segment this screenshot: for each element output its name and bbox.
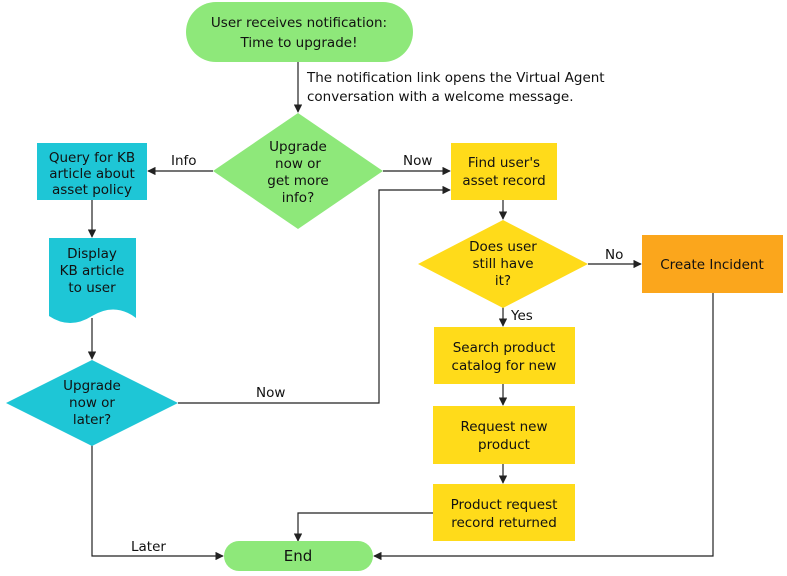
edge-incident-to-end [373,293,714,561]
display-kb-line3: to user [68,280,116,296]
query-kb-box [37,143,147,200]
start-terminator [186,2,413,62]
query-kb-node: Query for KB article about asset policy [37,143,147,200]
decision-upgrade-or-info-line2: now or [275,156,321,172]
edge-label-yes: Yes [510,308,533,324]
request-returned-line1: Product request [451,497,558,513]
edge-label-now-bottom: Now [256,385,285,401]
find-asset-line1: Find user's [468,155,540,171]
start-note-line2: conversation with a welcome message. [307,89,574,105]
search-catalog-box [434,327,575,384]
decision-now-or-later-line3: later? [73,412,111,428]
find-asset-node: Find user's asset record [451,143,557,200]
decision-still-have: Does user still have it? [418,220,588,308]
start-note: The notification link opens the Virtual … [306,70,605,105]
end-terminator [224,541,373,571]
edge-label-no: No [605,247,623,263]
decision-upgrade-or-info: Upgrade now or get more info? [213,113,383,229]
decision-now-or-later-shape [6,360,178,446]
start-note-line1: The notification link opens the Virtual … [306,70,605,86]
end-label: End [284,547,313,565]
query-kb-line2: article about [49,166,135,182]
decision-still-have-line2: still have [473,256,534,272]
search-catalog-node: Search product catalog for new [434,327,575,384]
edge-decision2-later-to-end [91,444,224,561]
decision-still-have-line1: Does user [469,239,537,255]
display-kb-line1: Display [67,246,117,262]
create-incident-node: Create Incident [642,235,783,293]
decision-upgrade-or-info-line3: get more [267,173,328,189]
query-kb-line1: Query for KB [49,150,135,166]
edge-label-later: Later [131,539,166,555]
decision-upgrade-or-info-line4: info? [282,190,314,206]
decision-upgrade-or-info-line1: Upgrade [269,139,327,155]
request-returned-box [433,484,575,541]
display-kb-node: Display KB article to user [49,238,136,323]
connectors [87,62,714,561]
request-returned-line2: record returned [451,515,557,531]
search-catalog-line2: catalog for new [452,358,557,374]
find-asset-line2: asset record [462,173,545,189]
request-product-line1: Request new [460,419,547,435]
edge-label-info: Info [171,153,197,169]
start-node: User receives notification: Time to upgr… [186,2,413,62]
edge-returned-to-end [293,512,433,542]
decision-now-or-later-line2: now or [69,395,115,411]
create-incident-label: Create Incident [660,257,764,273]
start-label-line1: User receives notification: [211,15,387,31]
request-returned-node: Product request record returned [433,484,575,541]
query-kb-line3: asset policy [52,182,132,198]
end-node: End [224,541,373,571]
decision-upgrade-or-info-shape [213,113,383,229]
edge-decision2-now-to-find-asset [178,185,451,404]
request-product-box [433,406,575,464]
decision-still-have-line3: it? [495,273,511,289]
decision-now-or-later: Upgrade now or later? [6,360,178,446]
start-label-line2: Time to upgrade! [240,35,358,51]
search-catalog-line1: Search product [453,340,556,356]
edge-labels: Info Now Now No Yes Later [131,153,623,555]
display-kb-document [49,238,136,323]
decision-now-or-later-line1: Upgrade [63,378,121,394]
decision-still-have-shape [418,220,588,308]
create-incident-box [642,235,783,293]
request-product-node: Request new product [433,406,575,464]
request-product-line2: product [478,437,530,453]
display-kb-line2: KB article [60,263,125,279]
edge-label-now-top: Now [403,153,432,169]
find-asset-box [451,143,557,200]
